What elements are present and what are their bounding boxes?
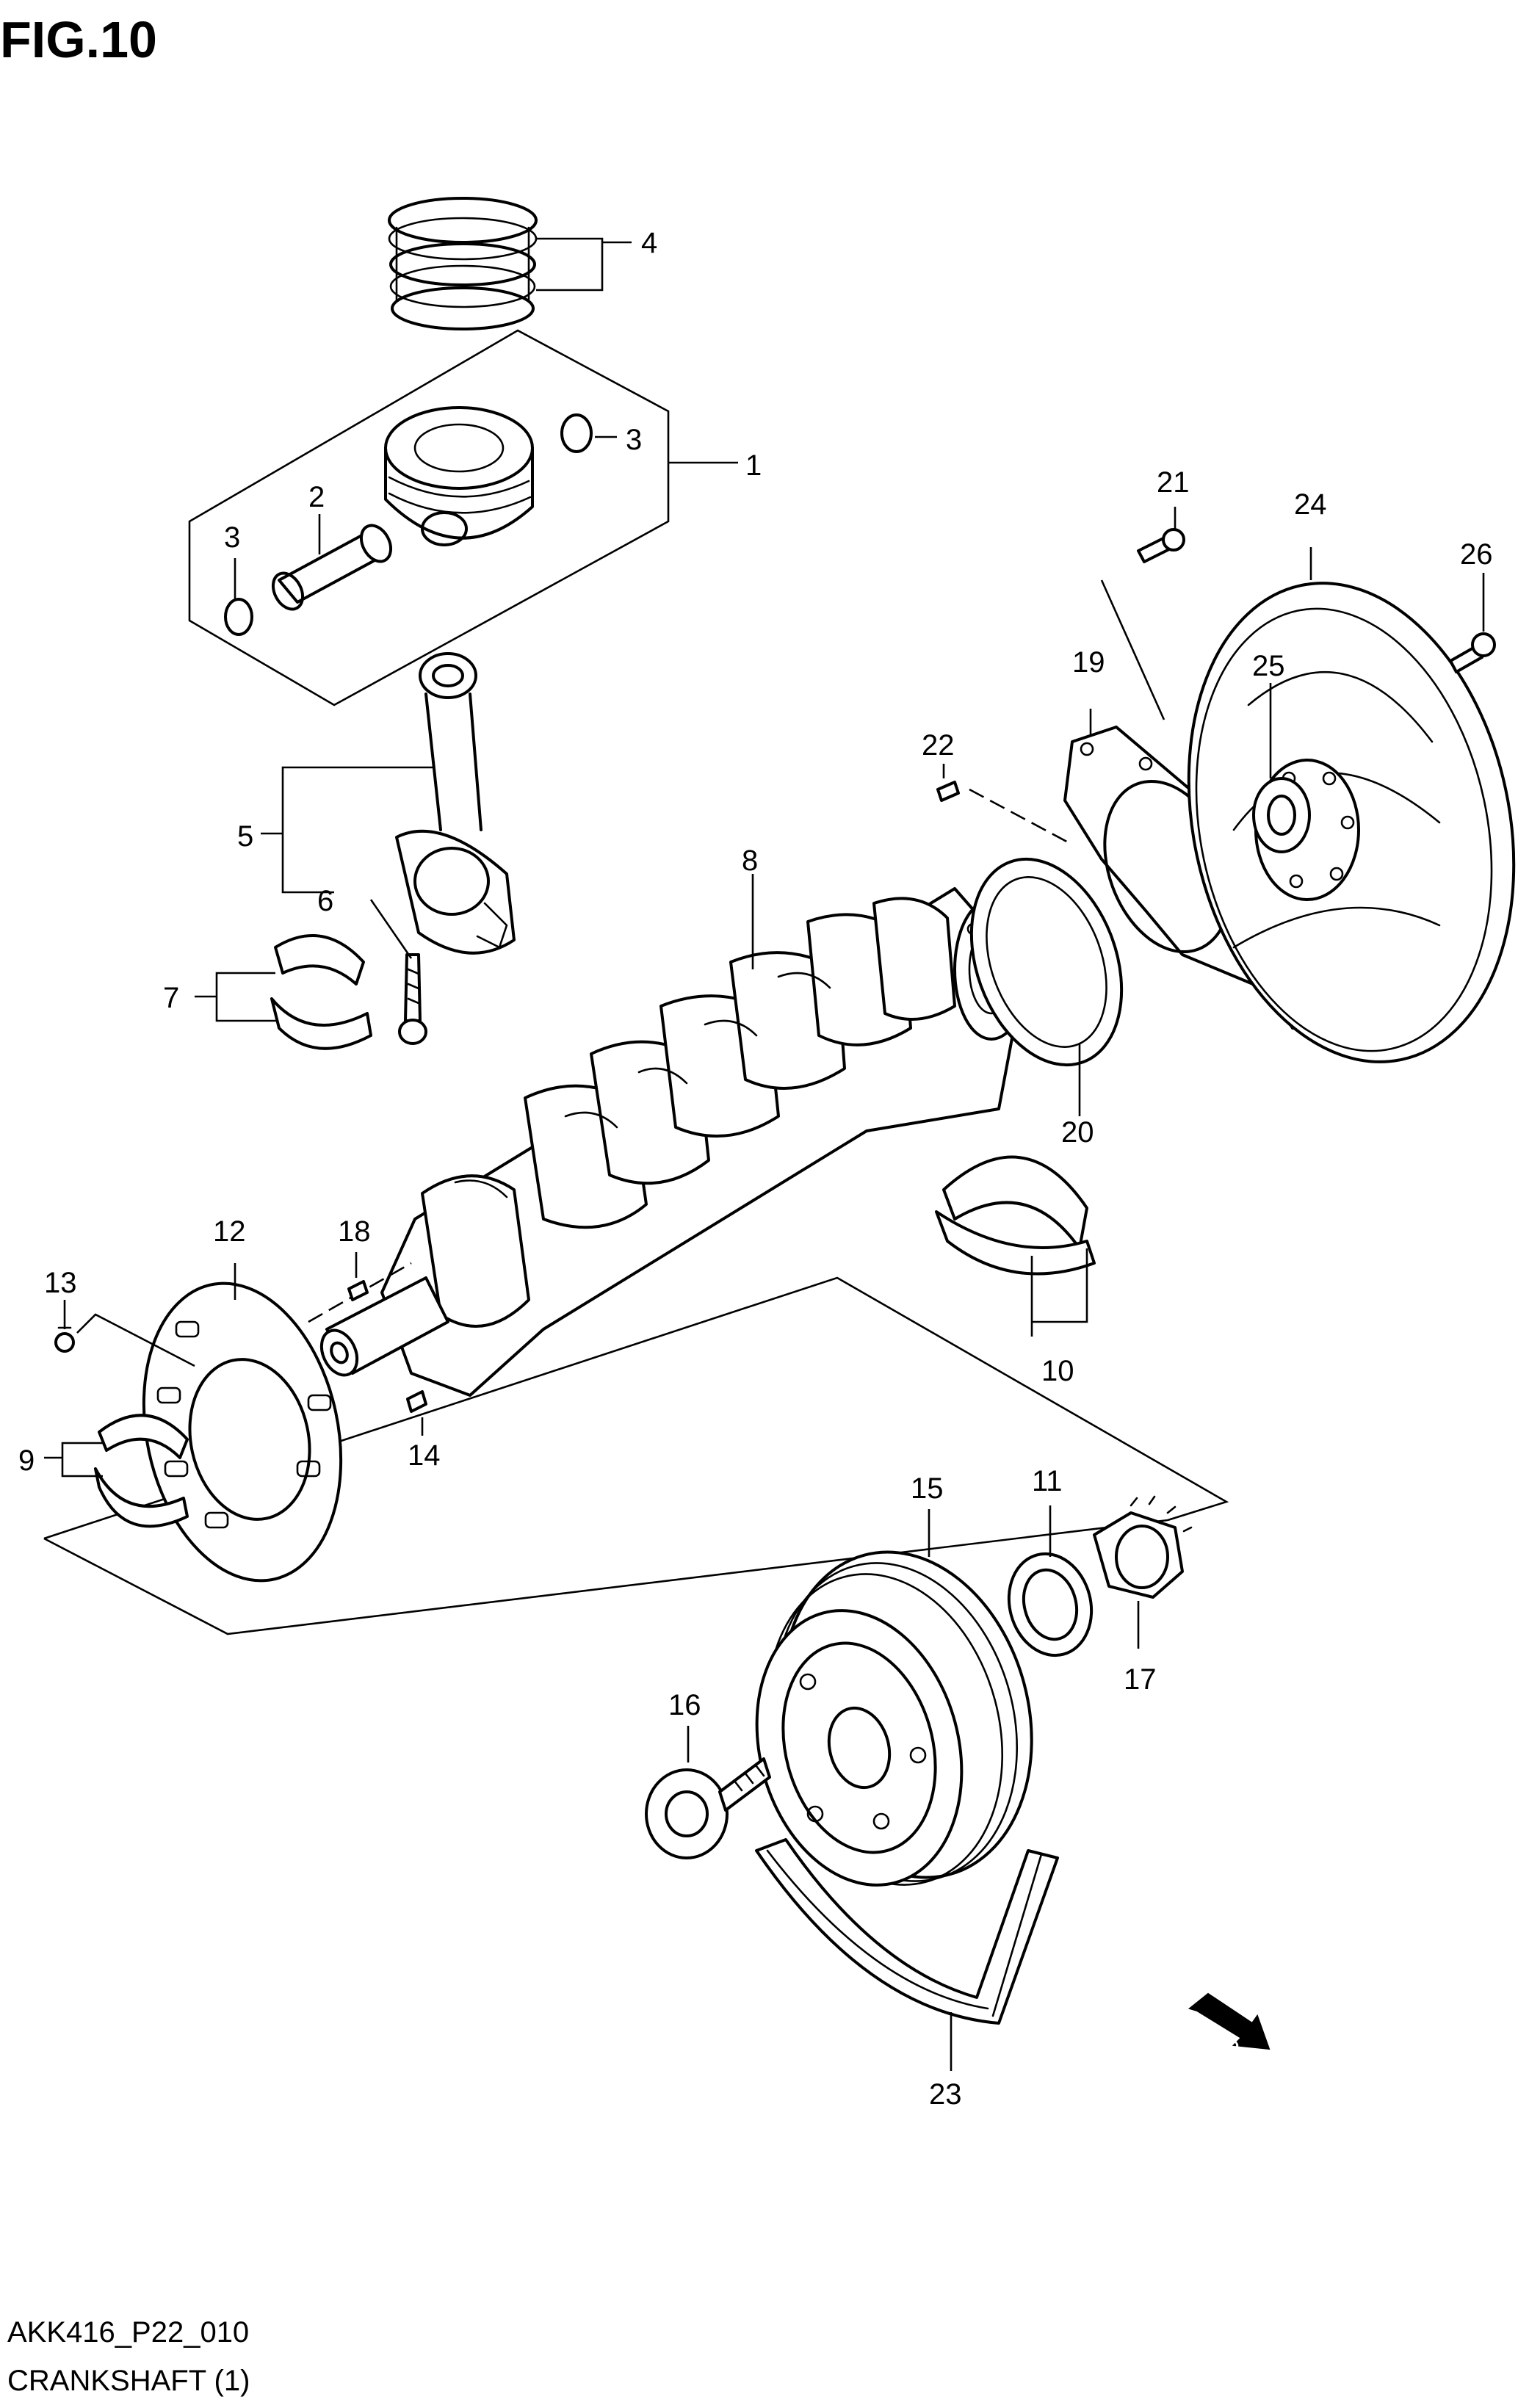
rod-bolt-icon bbox=[398, 953, 427, 1045]
callout-13: 13 bbox=[44, 1267, 77, 1299]
callout-12: 12 bbox=[213, 1215, 246, 1248]
figure-title: FIG.10 bbox=[0, 11, 157, 68]
callout-19: 19 bbox=[1072, 646, 1105, 679]
leader-10 bbox=[1030, 1248, 1088, 1337]
thrust-bearing-icon bbox=[94, 1414, 189, 1528]
callout-25: 25 bbox=[1252, 650, 1285, 682]
leader-4 bbox=[536, 237, 632, 292]
crank-key-icon bbox=[406, 1390, 427, 1413]
drive-belt-icon bbox=[755, 1838, 1059, 2025]
main-bearing-icon bbox=[935, 1155, 1096, 1276]
callout-21: 21 bbox=[1157, 466, 1190, 499]
dowel-pin-icon bbox=[936, 781, 960, 802]
callout-24: 24 bbox=[1294, 488, 1327, 521]
forward-direction-arrow: FWD bbox=[1188, 1992, 1271, 2057]
flywheel-icon bbox=[1187, 582, 1516, 1063]
rear-oil-seal-icon bbox=[969, 857, 1124, 1067]
leader-9 bbox=[44, 1442, 103, 1478]
callout-20: 20 bbox=[1061, 1116, 1094, 1149]
figure-code: AKK416_P22_010 bbox=[7, 2316, 249, 2349]
leader-21-assembly bbox=[1100, 579, 1165, 720]
leader-7 bbox=[195, 972, 278, 1022]
leader-22-line bbox=[969, 788, 1073, 846]
rod-bearing-icon bbox=[270, 934, 372, 1050]
callout-11: 11 bbox=[1032, 1465, 1063, 1497]
crankshaft-icon bbox=[319, 887, 1030, 1397]
callout-9: 9 bbox=[18, 1445, 35, 1477]
figure-caption: CRANKSHAFT (1) bbox=[7, 2365, 250, 2397]
timing-sprocket-icon bbox=[142, 1281, 343, 1583]
callout-1: 1 bbox=[745, 449, 762, 482]
callout-17: 17 bbox=[1124, 1663, 1157, 1696]
callout-26: 26 bbox=[1460, 538, 1493, 571]
connecting-rod-icon bbox=[395, 652, 516, 955]
sensor-screw-icon bbox=[54, 1326, 75, 1353]
crankshaft-pulley-icon bbox=[755, 1550, 1033, 1887]
callout-2: 2 bbox=[308, 481, 325, 513]
circlip-icon bbox=[224, 598, 253, 636]
crank-gear-icon bbox=[1093, 1495, 1193, 1599]
callout-6: 6 bbox=[317, 885, 333, 917]
callout-7: 7 bbox=[163, 982, 179, 1014]
piston-assembly-frame bbox=[188, 329, 670, 706]
leader-6 bbox=[369, 899, 413, 959]
callout-23: 23 bbox=[929, 2078, 962, 2111]
leader-13 bbox=[63, 1300, 195, 1367]
woodruff-key-icon bbox=[347, 1280, 369, 1301]
piston-rings-icon bbox=[388, 197, 538, 330]
circlip-icon bbox=[560, 413, 593, 453]
callout-3-upper: 3 bbox=[626, 424, 642, 456]
plate-bolt-icon bbox=[1137, 528, 1185, 563]
callout-8: 8 bbox=[742, 845, 758, 877]
pilot-bearing-icon bbox=[1252, 777, 1311, 853]
callout-3-lower: 3 bbox=[224, 521, 240, 554]
flywheel-bolt-icon bbox=[1449, 632, 1496, 673]
callout-5: 5 bbox=[237, 820, 253, 853]
piston-icon bbox=[384, 406, 534, 546]
callout-15: 15 bbox=[911, 1472, 944, 1505]
callout-18: 18 bbox=[338, 1215, 371, 1248]
front-oil-seal-icon bbox=[1007, 1552, 1094, 1657]
callout-10: 10 bbox=[1041, 1355, 1074, 1387]
callout-14: 14 bbox=[408, 1439, 441, 1472]
leader-5 bbox=[261, 766, 433, 894]
pulley-bolt-icon bbox=[645, 1757, 771, 1859]
callout-16: 16 bbox=[668, 1689, 701, 1721]
callout-4: 4 bbox=[641, 227, 657, 259]
callout-22: 22 bbox=[922, 729, 955, 762]
piston-pin-icon bbox=[271, 524, 393, 611]
